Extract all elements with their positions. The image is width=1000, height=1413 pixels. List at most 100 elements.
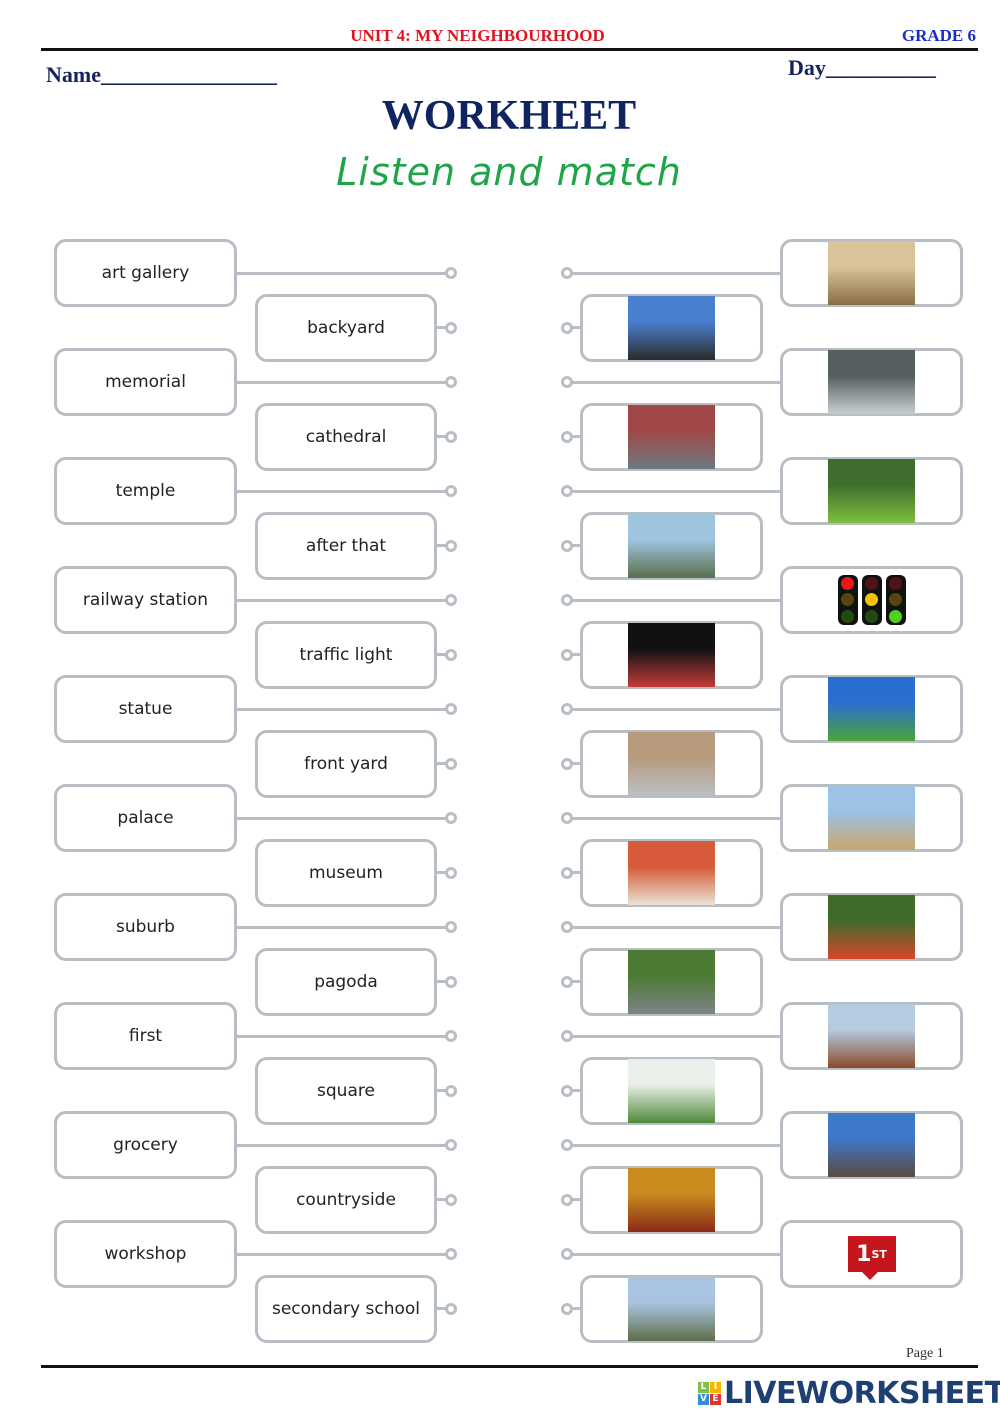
word-card[interactable]: railway station xyxy=(54,566,237,634)
workshop-photo xyxy=(628,404,715,469)
lion-statue-photo xyxy=(628,295,715,360)
picture-card[interactable] xyxy=(780,893,963,961)
word-card[interactable]: square xyxy=(255,1056,437,1125)
word-label: palace xyxy=(117,808,174,828)
picture-card[interactable] xyxy=(580,729,763,798)
picture-card[interactable] xyxy=(780,675,963,743)
word-label: suburb xyxy=(116,917,175,937)
picture-card[interactable] xyxy=(580,838,763,907)
signal-lamp xyxy=(841,610,854,624)
connector-line xyxy=(571,271,782,275)
picture-card[interactable] xyxy=(780,239,963,307)
connector-dot[interactable] xyxy=(445,921,457,933)
word-card[interactable]: statue xyxy=(54,675,237,743)
connector-line xyxy=(435,1198,446,1201)
picture-card[interactable] xyxy=(580,1056,763,1125)
railway-station-photo xyxy=(828,350,915,414)
day-field[interactable]: Day__________ xyxy=(788,55,936,80)
connector-dot[interactable] xyxy=(445,1030,457,1042)
connector-dot[interactable] xyxy=(445,975,457,988)
picture-card[interactable] xyxy=(580,293,763,362)
connector-dot[interactable] xyxy=(445,539,457,552)
word-card[interactable]: museum xyxy=(255,838,437,907)
connector-dot[interactable] xyxy=(445,430,457,443)
word-label: memorial xyxy=(105,372,186,392)
word-card[interactable]: art gallery xyxy=(54,239,237,307)
countryside-photo xyxy=(828,677,915,741)
connector-dot[interactable] xyxy=(445,267,457,279)
picture-card[interactable] xyxy=(780,784,963,852)
connector-line xyxy=(235,380,446,384)
connector-dot[interactable] xyxy=(445,648,457,661)
connector-dot[interactable] xyxy=(445,1193,457,1206)
connector-line xyxy=(571,435,582,438)
word-card[interactable]: first xyxy=(54,1002,237,1070)
word-card[interactable]: cathedral xyxy=(255,402,437,471)
connector-dot[interactable] xyxy=(445,703,457,715)
palace-photo xyxy=(828,786,915,850)
connector-dot[interactable] xyxy=(445,321,457,334)
word-card[interactable]: suburb xyxy=(54,893,237,961)
word-card[interactable]: countryside xyxy=(255,1165,437,1234)
connector-line xyxy=(571,489,782,493)
signal-lamp xyxy=(841,593,854,607)
connector-line xyxy=(571,707,782,711)
connector-line xyxy=(571,1143,782,1147)
word-card[interactable]: traffic light xyxy=(255,620,437,689)
word-card[interactable]: palace xyxy=(54,784,237,852)
connector-line xyxy=(235,707,446,711)
word-card[interactable]: secondary school xyxy=(255,1274,437,1343)
logo-letter: I xyxy=(710,1382,721,1393)
connector-dot[interactable] xyxy=(445,485,457,497)
picture-card[interactable] xyxy=(580,402,763,471)
connector-dot[interactable] xyxy=(445,866,457,879)
picture-card[interactable] xyxy=(580,1274,763,1343)
picture-card[interactable] xyxy=(780,457,963,525)
word-card[interactable]: front yard xyxy=(255,729,437,798)
word-card[interactable]: temple xyxy=(54,457,237,525)
name-field[interactable]: Name________________ xyxy=(46,62,277,87)
picture-card[interactable] xyxy=(780,566,963,634)
connector-line xyxy=(571,871,582,874)
header-divider xyxy=(41,48,978,51)
picture-card[interactable] xyxy=(780,348,963,416)
word-label: pagoda xyxy=(314,971,378,992)
picture-card[interactable] xyxy=(580,511,763,580)
connector-dot[interactable] xyxy=(445,1084,457,1097)
connector-dot[interactable] xyxy=(445,812,457,824)
connector-line xyxy=(235,1034,446,1038)
picture-card[interactable] xyxy=(580,1165,763,1234)
backyard-garden-photo xyxy=(828,459,915,523)
connector-dot[interactable] xyxy=(445,757,457,770)
connector-dot[interactable] xyxy=(445,1248,457,1260)
word-label: grocery xyxy=(113,1135,178,1155)
city-square-photo xyxy=(628,731,715,796)
grocery-produce-photo xyxy=(828,895,915,959)
picture-card[interactable] xyxy=(780,1002,963,1070)
picture-card[interactable] xyxy=(580,620,763,689)
word-card[interactable]: workshop xyxy=(54,1220,237,1288)
signal-housing xyxy=(837,575,858,625)
traffic-light-icon xyxy=(837,575,906,625)
word-card[interactable]: pagoda xyxy=(255,947,437,1016)
footer-divider xyxy=(41,1365,978,1368)
word-card[interactable]: memorial xyxy=(54,348,237,416)
word-card[interactable]: backyard xyxy=(255,293,437,362)
unit-title: UNIT 4: MY NEIGHBOURHOOD xyxy=(350,26,605,45)
connector-line xyxy=(571,598,782,602)
word-card[interactable]: after that xyxy=(255,511,437,580)
connector-line xyxy=(235,271,446,275)
connector-line xyxy=(235,1252,446,1256)
connector-dot[interactable] xyxy=(445,1139,457,1151)
connector-dot[interactable] xyxy=(445,594,457,606)
picture-card[interactable] xyxy=(780,1111,963,1179)
connector-line xyxy=(235,925,446,929)
picture-card[interactable] xyxy=(580,947,763,1016)
brand-name: LIVEWORKSHEETS xyxy=(724,1376,1000,1411)
connector-dot[interactable] xyxy=(445,376,457,388)
connector-line xyxy=(235,598,446,602)
connector-line xyxy=(235,1143,446,1147)
word-card[interactable]: grocery xyxy=(54,1111,237,1179)
connector-dot[interactable] xyxy=(445,1302,457,1315)
